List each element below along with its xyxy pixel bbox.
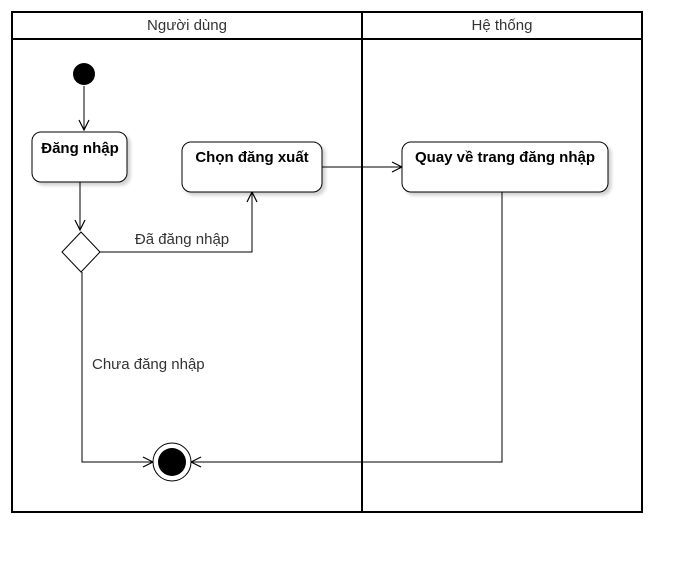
action-logout-label: Chọn đăng xuất [195, 149, 308, 166]
edge-return-to-end [191, 192, 503, 462]
final-node [152, 442, 192, 482]
swimlane-frame [11, 11, 643, 513]
action-logout [181, 141, 323, 193]
edge-decision-to-logout [100, 192, 252, 253]
action-login-label: Đăng nhập [41, 140, 119, 157]
edges [80, 86, 503, 462]
initial-node [73, 63, 95, 85]
edge-decision-to-end [81, 272, 153, 462]
decision-node [61, 231, 101, 273]
lane-user-title: Người dùng [147, 17, 227, 34]
action-return-label: Quay về trang đăng nhập [415, 149, 595, 166]
edge-label-logged-in: Đã đăng nhập [135, 231, 229, 248]
edge-label-not-logged-in: Chưa đăng nhập [92, 356, 205, 373]
lane-system-title: Hệ thống [472, 17, 533, 34]
action-login [31, 131, 128, 183]
action-return [401, 141, 609, 193]
